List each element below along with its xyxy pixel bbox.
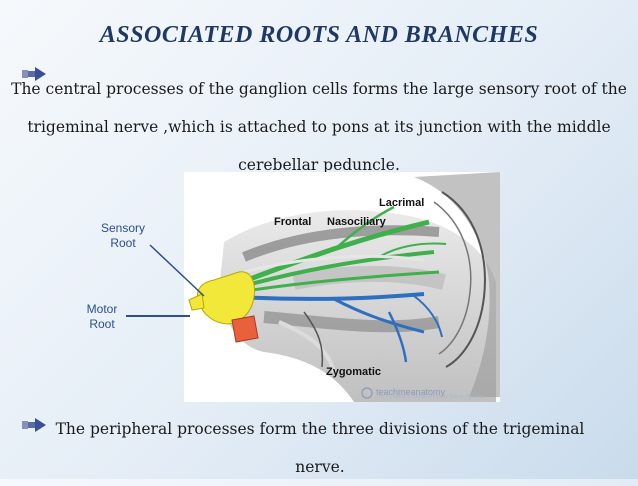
- label-lacrimal: Lacrimal: [379, 197, 425, 209]
- label-motor-root: Motor Root: [86, 302, 118, 331]
- sensory-callout-line: [149, 244, 205, 297]
- arrow-bullet-icon: [22, 418, 46, 432]
- anatomy-figure: Frontal Nasociliary Lacrimal Zygomatic t…: [184, 172, 500, 402]
- slide-title: ASSOCIATED ROOTS AND BRANCHES: [99, 22, 539, 48]
- trigeminal-nerve-illustration: [188, 172, 500, 402]
- paragraph-central-processes: The central processes of the ganglion ce…: [11, 80, 627, 174]
- label-zygomatic: Zygomatic: [326, 366, 382, 378]
- label-nasociliary: Nasociliary: [327, 216, 386, 228]
- copyright-icon: [361, 387, 373, 399]
- arrow-bullet-icon: [22, 67, 46, 81]
- paragraph-peripheral-processes: The peripheral processes form the three …: [55, 420, 585, 476]
- label-frontal: Frontal: [274, 216, 312, 228]
- watermark: teachmeanatomy: [376, 387, 446, 397]
- watermark-subtitle: The #1 Applied Human Anatomy Site on the…: [376, 394, 485, 400]
- label-sensory-root: Sensory Root: [100, 221, 146, 250]
